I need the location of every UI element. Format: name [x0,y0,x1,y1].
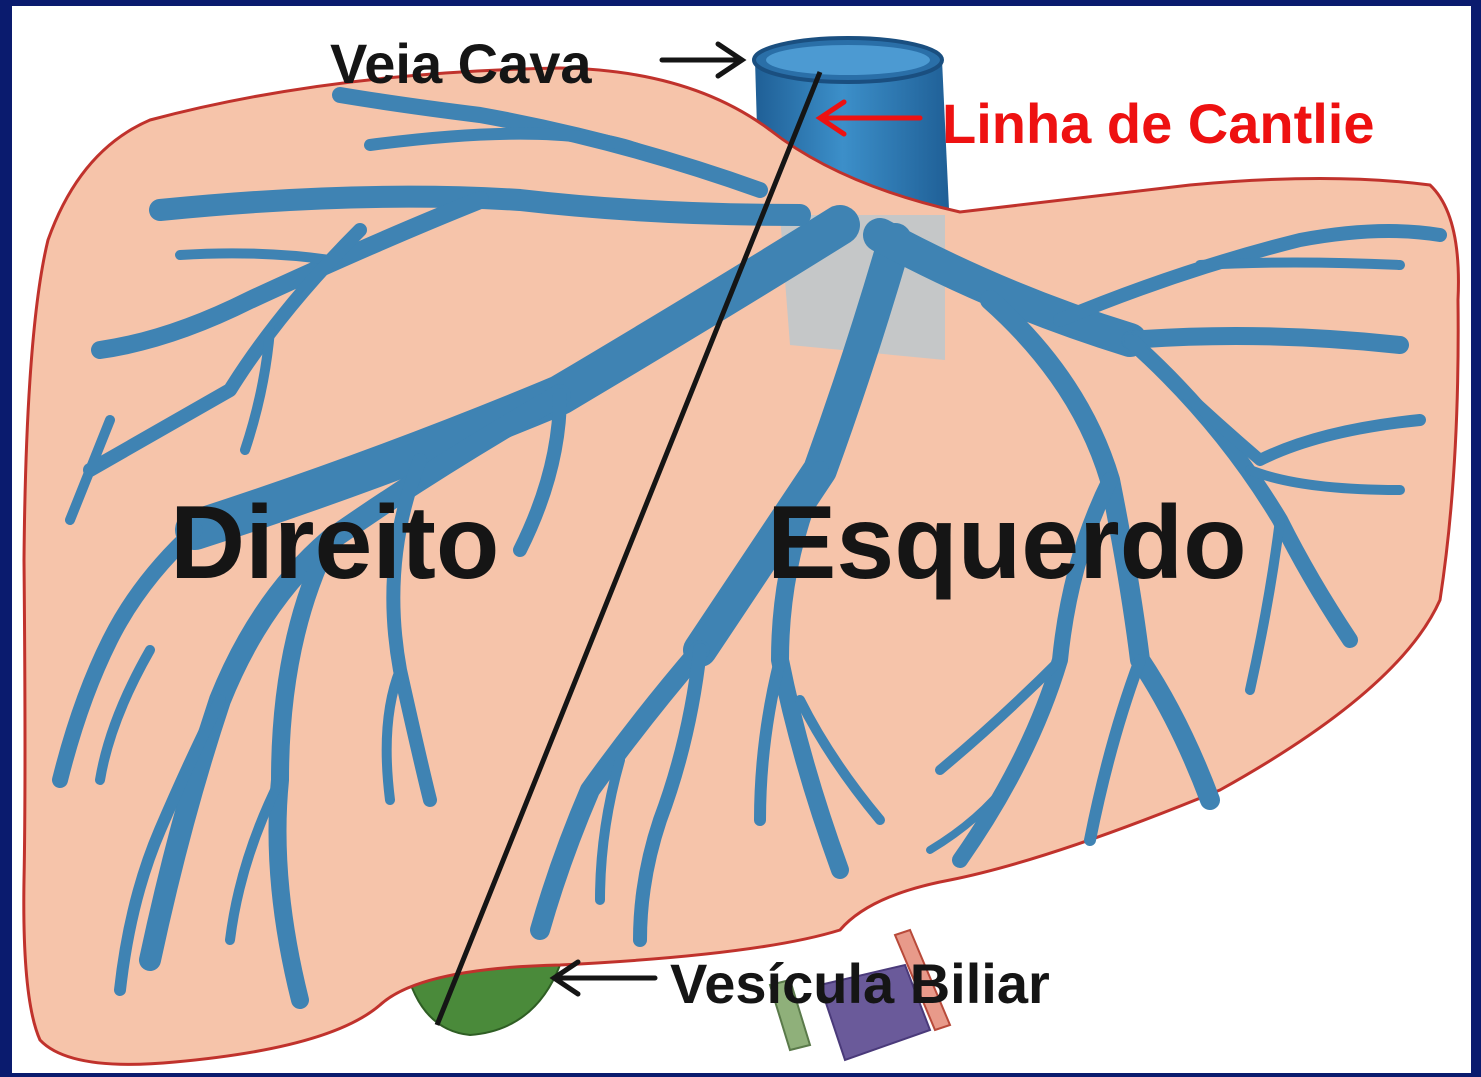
cantlie-line [434,71,823,1026]
left-lobe-label: Esquerdo [767,485,1247,601]
gallbladder-arrow [549,959,658,997]
cantlie-arrow [815,99,923,137]
vena-cava-arrow [659,41,747,79]
bile-ducts [768,928,952,1062]
gallbladder-shape [403,964,562,1037]
gallbladder-label: Vesícula Biliar [670,952,1050,1015]
hepatic-veins [52,87,1447,1009]
right-lobe-label: Direito [170,485,500,601]
cantlie-line-label: Linha de Cantlie [942,92,1375,155]
vena-cava-label: Veia Cava [330,32,592,95]
